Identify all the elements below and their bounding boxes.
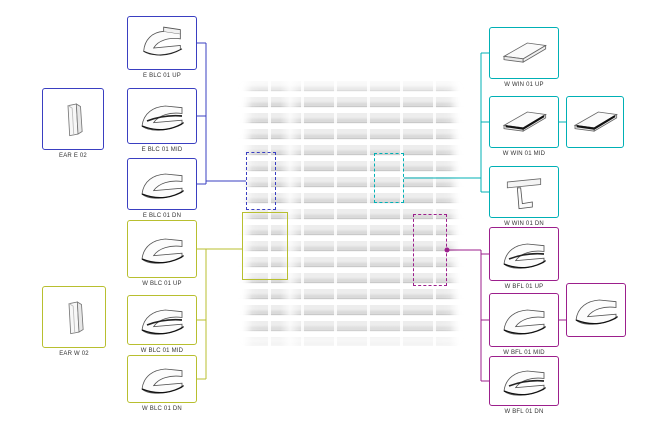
selection-west-blc [242, 212, 288, 280]
panel-label: W BFL 01 DN [504, 409, 544, 415]
panel-card-w-bfl-01-mid-variant [566, 283, 626, 337]
panel-label: W BFL 01 MID [503, 350, 545, 356]
curved-panel-sketch-icon [503, 309, 547, 335]
panel-card-w-win-01-up: W WIN 01 UP [489, 27, 559, 89]
panel-label: E BLC 01 MID [141, 147, 183, 153]
blade-panel-sketch-icon [134, 96, 190, 136]
panel-label: W BFL 01 UP [504, 284, 544, 290]
panel-box [489, 166, 559, 218]
panel-box [42, 88, 104, 150]
panel-card-e-blc-01-up: E BLC 01 UP [127, 16, 197, 80]
selection-west-win [374, 153, 404, 203]
panel-box [127, 295, 197, 345]
panel-label: W WIN 01 UP [504, 82, 544, 88]
panel-card-ear-e-02: EAR E 02 [42, 88, 104, 160]
panel-card-w-win-01-mid-variant [566, 96, 624, 148]
panel-card-w-blc-01-mid: W BLC 01 MID [127, 295, 197, 355]
panel-label: E BLC 01 DN [142, 213, 182, 219]
panel-label: E BLC 01 UP [143, 73, 181, 79]
panel-card-e-blc-01-mid: E BLC 01 MID [127, 88, 197, 154]
blade-panel-sketch-icon [141, 238, 185, 264]
selection-west-bfl [413, 214, 447, 286]
window-panel-sketch-icon [496, 102, 552, 142]
window-panel-sketch-icon [506, 178, 542, 210]
panel-box [566, 283, 626, 337]
curved-panel-sketch-icon [496, 361, 552, 401]
ear-prism-sketch-icon [67, 103, 83, 137]
blade-panel-sketch-icon [141, 368, 185, 394]
blade-panel-sketch-icon [134, 300, 190, 340]
panel-box [566, 96, 624, 148]
panel-card-w-win-01-mid: W WIN 01 MID [489, 96, 559, 158]
panel-label: W BLC 01 MID [140, 348, 184, 354]
panel-box [127, 88, 197, 144]
window-panel-sketch-icon [503, 42, 547, 63]
panel-box [489, 27, 559, 79]
selection-east-blc [246, 152, 276, 210]
blade-panel-sketch-icon [143, 26, 183, 56]
panel-box [127, 220, 197, 278]
panel-card-ear-w-02: EAR W 02 [42, 286, 106, 358]
panel-box [489, 293, 559, 347]
panel-label: EAR W 02 [59, 351, 89, 357]
blade-panel-sketch-icon [141, 173, 185, 199]
panel-box [489, 96, 559, 148]
panel-box [127, 355, 197, 403]
panel-label: W BLC 01 DN [142, 406, 182, 412]
panel-card-w-blc-01-up: W BLC 01 UP [127, 220, 197, 288]
panel-box [127, 16, 197, 70]
window-panel-sketch-icon [567, 102, 623, 142]
panel-card-w-bfl-01-dn: W BFL 01 DN [489, 356, 559, 416]
panel-label: EAR E 02 [59, 153, 87, 159]
panel-label: W WIN 01 DN [504, 221, 544, 227]
panel-box [489, 227, 559, 281]
curved-panel-sketch-icon [575, 299, 619, 325]
panel-label: W BLC 01 UP [142, 281, 182, 287]
panel-box [127, 158, 197, 210]
panel-card-w-bfl-01-up: W BFL 01 UP [489, 227, 559, 291]
panel-card-e-blc-01-dn: E BLC 01 DN [127, 158, 197, 220]
panel-box [42, 286, 106, 348]
panel-card-w-win-01-dn: W WIN 01 DN [489, 166, 559, 228]
panel-card-w-blc-01-dn: W BLC 01 DN [127, 355, 197, 413]
panel-box [489, 356, 559, 406]
panel-card-w-bfl-01-mid: W BFL 01 MID [489, 293, 559, 357]
curved-panel-sketch-icon [496, 234, 552, 274]
panel-label: W WIN 01 MID [502, 151, 546, 157]
ear-prism-sketch-icon [68, 301, 84, 335]
